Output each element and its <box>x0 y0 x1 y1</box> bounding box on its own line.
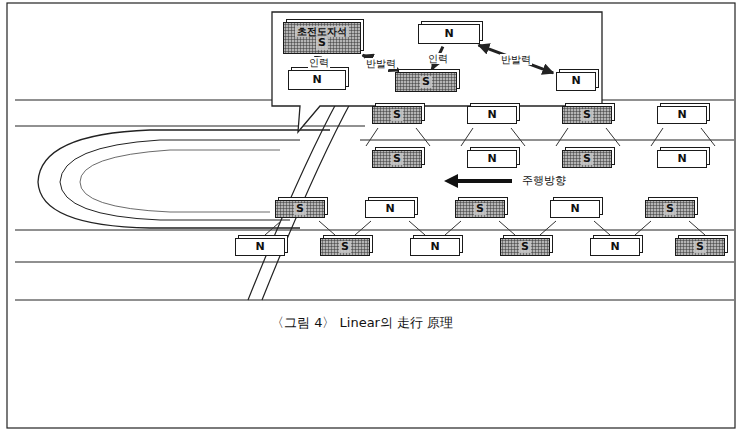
force-stroke <box>651 128 663 146</box>
force-stroke <box>606 128 620 146</box>
force-strokes <box>265 128 715 235</box>
magnet-block: S <box>372 106 422 124</box>
force-stroke <box>511 128 525 146</box>
sweep-curve <box>262 100 352 300</box>
force-stroke <box>461 128 473 146</box>
magnet-block: N <box>410 238 460 256</box>
force-stroke <box>366 128 378 146</box>
track-line <box>15 300 734 301</box>
magnet-block: N <box>235 238 285 256</box>
magnet-block: S <box>455 200 505 218</box>
force-stroke <box>499 221 515 235</box>
magnet-block: N <box>467 150 517 168</box>
pole-label: N <box>430 241 439 253</box>
magnet-block: N <box>288 70 346 90</box>
force-label: 인력 <box>427 53 449 64</box>
pole-label: N <box>677 153 686 165</box>
train-nose-line <box>60 140 300 220</box>
pole-label: N <box>677 109 686 121</box>
pole-label: N <box>570 203 579 215</box>
force-label: 반발력 <box>500 54 532 65</box>
pole-label: N <box>487 153 496 165</box>
pole-label: S <box>391 109 403 121</box>
magnet-block: S <box>562 150 612 168</box>
superconducting-magnet: 초전도자석S <box>283 22 361 54</box>
magnet-block: S <box>500 238 550 256</box>
force-stroke <box>319 221 335 235</box>
pole-label: N <box>610 241 619 253</box>
direction-label: 주행방향 <box>520 173 568 188</box>
pole-label: N <box>487 109 496 121</box>
magnet-block: N <box>550 200 600 218</box>
pole-label: S <box>339 241 351 253</box>
force-stroke <box>556 128 568 146</box>
pole-label: N <box>385 203 394 215</box>
pole-label: 초전도자석 <box>295 26 349 37</box>
pole-label: S <box>581 109 593 121</box>
magnet-block: N <box>418 24 480 44</box>
force-label: 반발력 <box>365 58 397 69</box>
callout-panel <box>272 12 602 132</box>
pole-label: N <box>444 28 453 40</box>
track-line <box>15 261 734 262</box>
magnet-block: S <box>275 200 325 218</box>
magnet-block: S <box>562 106 612 124</box>
force-stroke <box>265 221 281 235</box>
pole-label: S <box>664 203 676 215</box>
pole-label: S <box>519 241 531 253</box>
pole-label: S <box>316 37 328 49</box>
train-nose-line <box>80 150 280 212</box>
force-label: 인력 <box>308 57 330 68</box>
force-stroke <box>409 221 425 235</box>
magnet-block: N <box>590 238 640 256</box>
force-stroke <box>689 221 705 235</box>
figure-caption: 〈그림 4〉 Linear의 走行 原理 <box>271 314 453 332</box>
magnet-block: S <box>645 200 695 218</box>
magnet-block: S <box>372 150 422 168</box>
track-line <box>15 126 365 127</box>
magnet-block: N <box>657 106 707 124</box>
pole-label: N <box>571 75 580 87</box>
magnet-block: N <box>657 150 707 168</box>
force-stroke <box>594 221 610 235</box>
track-line <box>360 140 734 141</box>
pole-label: S <box>474 203 486 215</box>
magnet-block: N <box>365 200 415 218</box>
pole-label: S <box>294 203 306 215</box>
direction-arrow <box>455 179 512 183</box>
train-nose <box>38 130 330 228</box>
track-line <box>15 230 734 231</box>
magnet-block: S <box>320 238 370 256</box>
force-stroke <box>540 221 556 235</box>
pole-label: S <box>694 241 706 253</box>
sweep-curve <box>248 100 338 300</box>
force-stroke <box>701 128 715 146</box>
repulsion-arrow <box>363 55 400 71</box>
pole-label: N <box>312 74 321 86</box>
direction-arrowhead <box>444 174 458 188</box>
pole-label: S <box>391 153 403 165</box>
pole-label: S <box>581 153 593 165</box>
magnet-block: N <box>556 72 596 91</box>
pole-label: S <box>420 76 432 88</box>
force-stroke <box>355 221 371 235</box>
force-stroke <box>635 221 651 235</box>
pole-label: N <box>255 241 264 253</box>
force-stroke <box>416 128 430 146</box>
magnet-block: S <box>395 72 457 92</box>
force-stroke <box>445 221 461 235</box>
outer-frame <box>7 3 735 428</box>
magnet-block: S <box>675 238 725 256</box>
magnet-block: N <box>467 106 517 124</box>
repulsion-arrow <box>479 45 554 73</box>
